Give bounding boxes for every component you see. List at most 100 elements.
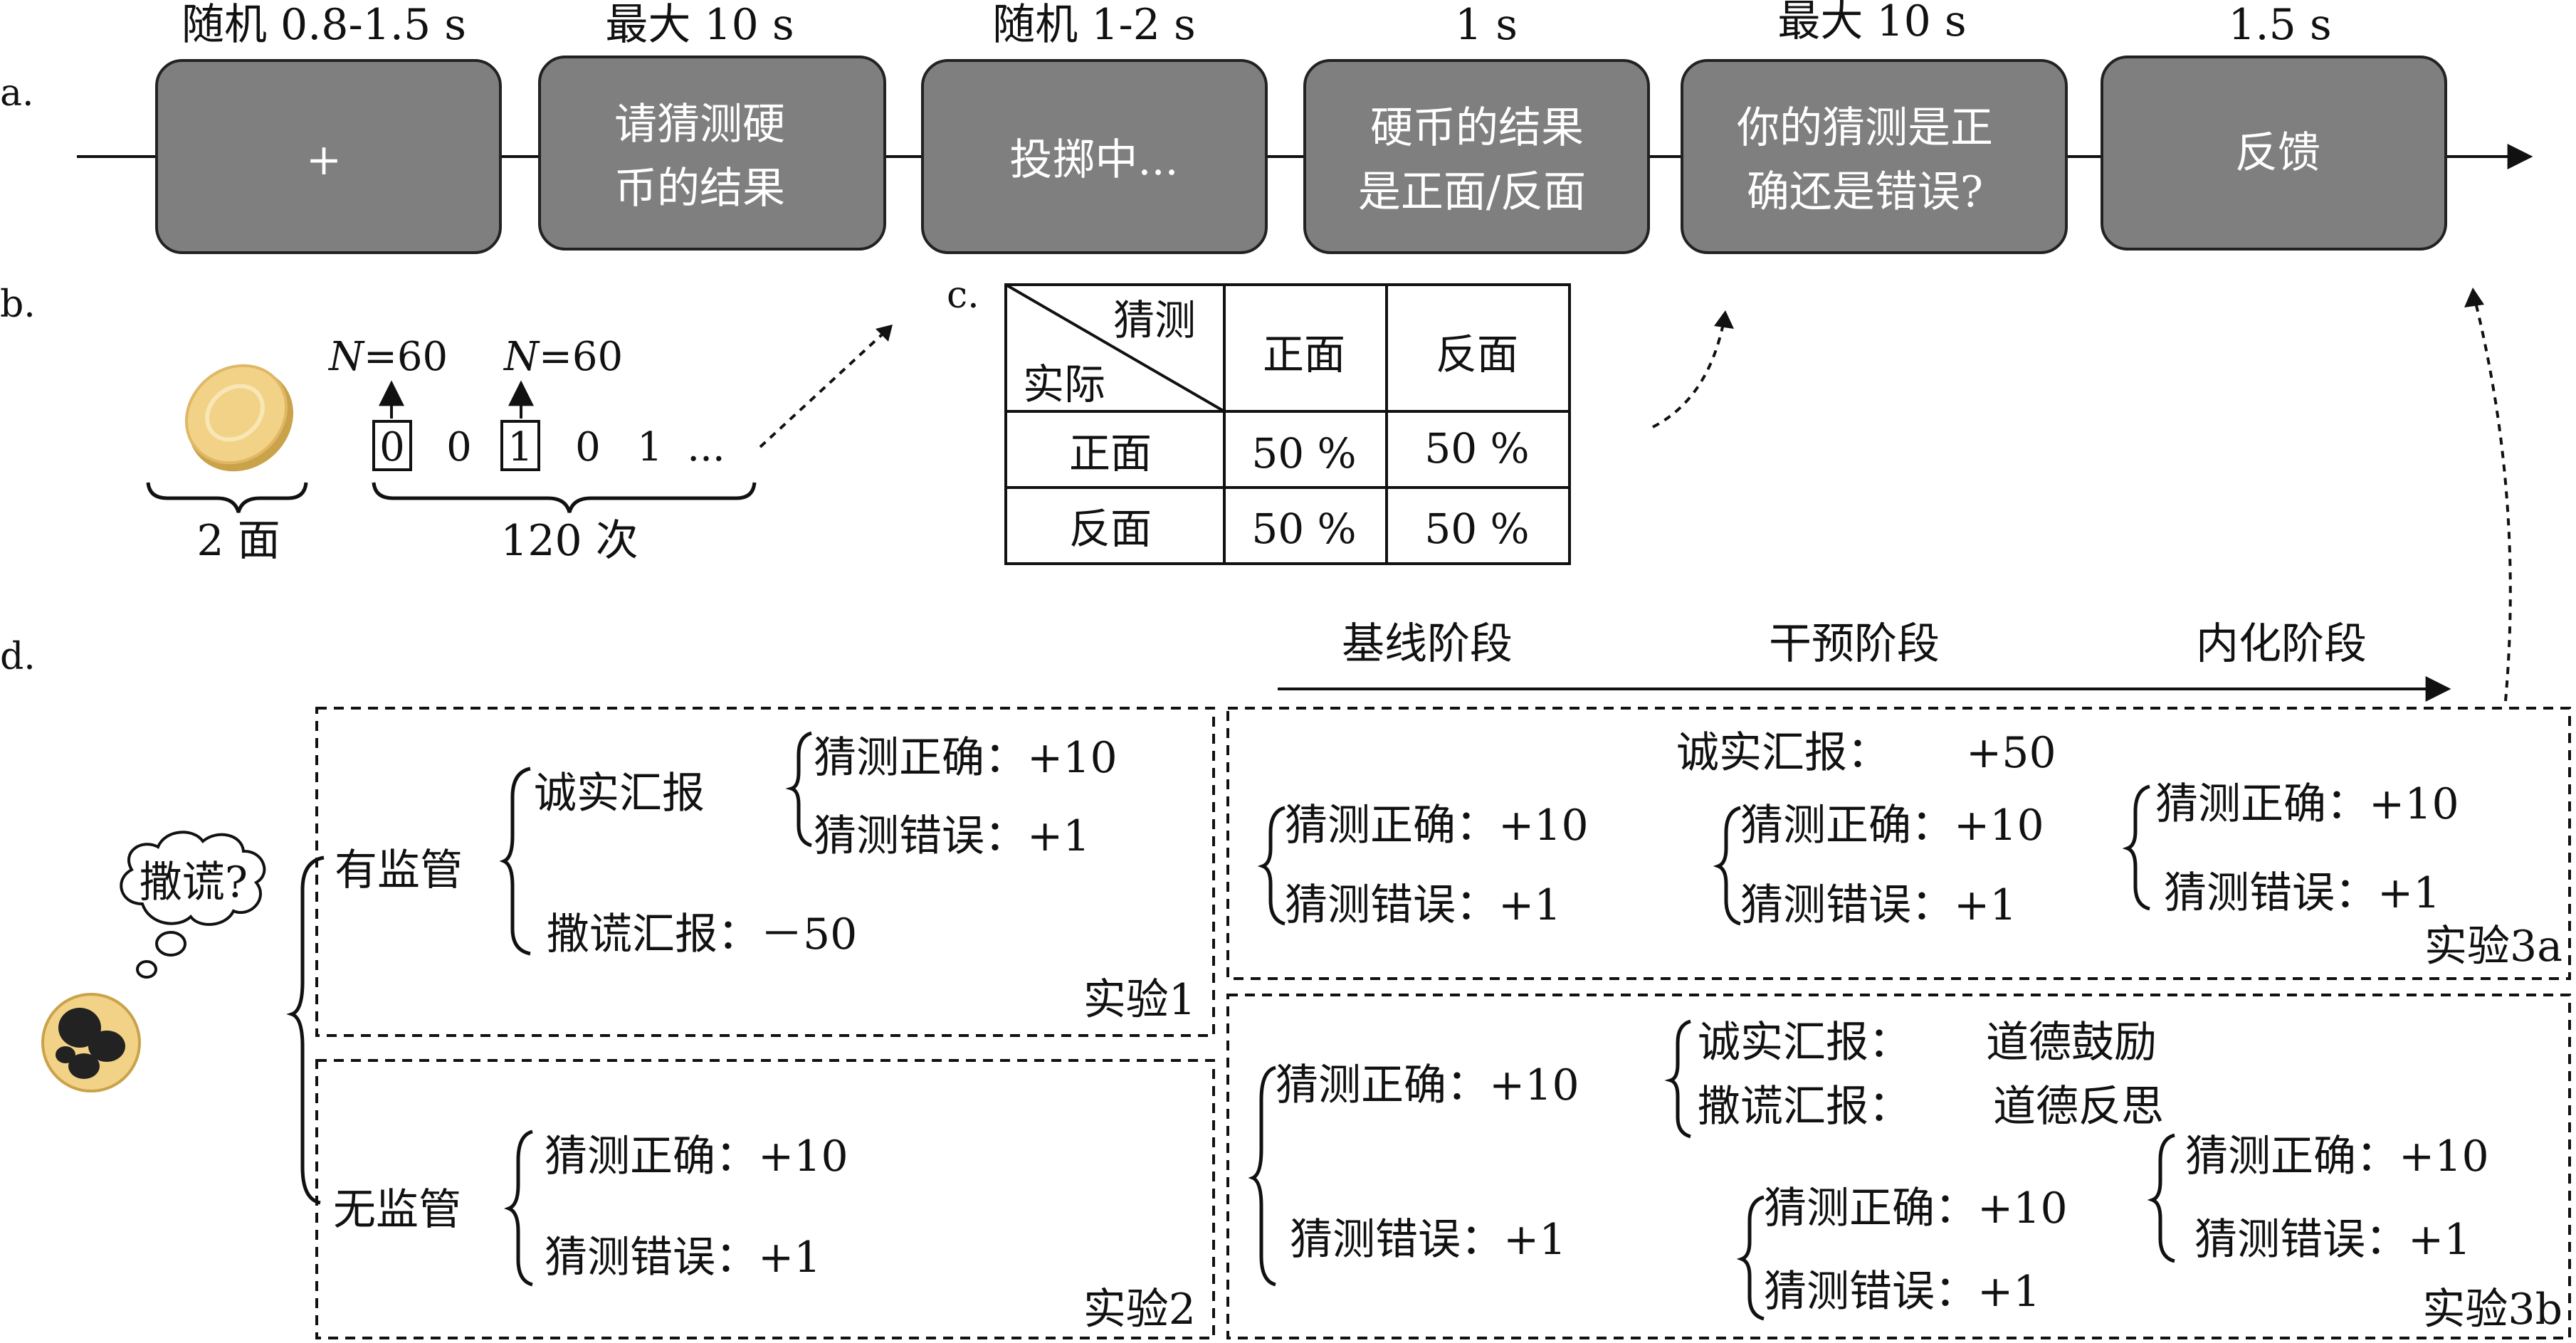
arrow-b-to-toss-head bbox=[876, 325, 893, 342]
box2-line2: 币的结果 bbox=[614, 164, 785, 214]
exp3b-baseline-brace bbox=[1248, 1065, 1276, 1287]
screen-result-box bbox=[1303, 59, 1650, 254]
screen-feedback-box bbox=[2101, 56, 2447, 251]
exp3a-intervention-correct: 猜测正确：+10 bbox=[1740, 801, 2044, 850]
seq-item-5: 1 bbox=[637, 424, 663, 470]
exp2-label: 实验2 bbox=[1083, 1285, 1196, 1334]
exp2-branch: 无监管 bbox=[333, 1185, 461, 1235]
coin-icon bbox=[184, 364, 294, 472]
exp3b-label: 实验3b bbox=[2422, 1285, 2562, 1334]
box4-line1: 硬币的结果 bbox=[1370, 103, 1584, 153]
duration-5: 最大 10 s bbox=[1777, 0, 1966, 46]
exp1-brace bbox=[499, 767, 531, 956]
screen-toss-box bbox=[921, 59, 1268, 254]
exp1-honest-brace bbox=[785, 731, 812, 848]
seq-item-3: 1 bbox=[508, 424, 533, 470]
arrow-b-to-toss bbox=[759, 326, 891, 448]
n-label-1: N=60 bbox=[327, 334, 448, 380]
n-label-2: N=60 bbox=[503, 334, 623, 380]
exp2-box bbox=[315, 1059, 1215, 1339]
exp3b-intervention-brace bbox=[1664, 1019, 1691, 1139]
exp3b-intervention-sub-brace bbox=[1736, 1195, 1765, 1321]
box2-line1: 请猜测硬 bbox=[614, 100, 785, 149]
exp3a-internalization-wrong: 猜测错误：+1 bbox=[2164, 868, 2440, 918]
arrow-d-to-feedback-head bbox=[2464, 288, 2484, 307]
exp1-label: 实验1 bbox=[1083, 975, 1196, 1025]
table-row-label-tails: 反面 bbox=[1069, 505, 1152, 553]
exp2-brace bbox=[504, 1129, 533, 1287]
exp3b-internalization-correct: 猜测正确：+10 bbox=[2185, 1132, 2489, 1181]
exp1-wrong: 猜测错误：+1 bbox=[814, 811, 1090, 861]
exp3a-intervention-wrong: 猜测错误：+1 bbox=[1740, 880, 2017, 930]
screen-report-box bbox=[1681, 59, 2068, 254]
seq-item-4: 0 bbox=[575, 424, 601, 470]
duration-4: 1 s bbox=[1455, 0, 1518, 50]
exp3a-baseline-wrong: 猜测错误：+1 bbox=[1285, 880, 1561, 930]
thought-text: 撒谎? bbox=[140, 858, 248, 907]
box1-line1: + bbox=[306, 135, 342, 185]
exp3b-internalization-brace bbox=[2147, 1133, 2175, 1263]
probability-table: 猜测 实际 正面 反面 正面 50 % 50 % 反面 50 % 50 % bbox=[1004, 283, 1571, 565]
box5-line2: 确还是错误? bbox=[1747, 167, 1983, 217]
exp1-honest: 诚实汇报 bbox=[534, 769, 705, 818]
coin-sides-label: 2 面 bbox=[196, 516, 280, 566]
person-icon bbox=[41, 993, 141, 1092]
exp3a-honest-value: +50 bbox=[1966, 728, 2056, 778]
table-diagonal bbox=[1004, 283, 1226, 413]
table-border bbox=[1004, 283, 1571, 565]
box5-line1: 你的猜测是正 bbox=[1737, 103, 1993, 153]
thought-bubble-icon: 撒谎? bbox=[120, 831, 266, 979]
seq-box-1 bbox=[372, 420, 412, 471]
exp3b-baseline-wrong: 猜测错误：+1 bbox=[1290, 1215, 1566, 1265]
panel-label-c: c. bbox=[947, 274, 979, 317]
exp3a-intervention-brace bbox=[1713, 806, 1741, 926]
phase-internalization: 内化阶段 bbox=[2196, 619, 2367, 669]
exp1-branch: 有监管 bbox=[335, 846, 463, 895]
table-corner-actual: 实际 bbox=[1023, 360, 1105, 409]
exp3a-box bbox=[1226, 707, 2571, 980]
table-cell-tails-tails: 50 % bbox=[1424, 505, 1529, 553]
exp3b-intervention-correct: 猜测正确：+10 bbox=[1764, 1184, 2068, 1233]
duration-1: 随机 0.8-1.5 s bbox=[182, 0, 466, 50]
exp1-box bbox=[315, 707, 1215, 1037]
screen-fixation-box bbox=[155, 59, 502, 254]
trials-brace bbox=[372, 482, 757, 513]
duration-6: 1.5 s bbox=[2228, 0, 2331, 50]
exp3b-lie-value: 道德反思 bbox=[1993, 1082, 2164, 1132]
table-cell-tails-heads: 50 % bbox=[1251, 505, 1356, 553]
exp3b-internalization-wrong: 猜测错误：+1 bbox=[2194, 1215, 2471, 1265]
exp3b-baseline-correct: 猜测正确：+10 bbox=[1276, 1060, 1579, 1110]
exp2-correct: 猜测正确：+10 bbox=[545, 1132, 848, 1181]
exp3a-baseline-correct: 猜测正确：+10 bbox=[1285, 801, 1589, 850]
screen-guess-box bbox=[538, 56, 886, 251]
exp3a-internalization-correct: 猜测正确：+10 bbox=[2155, 779, 2459, 829]
table-col-header-heads: 正面 bbox=[1263, 330, 1345, 379]
exp3a-internalization-brace bbox=[2122, 784, 2150, 911]
table-cell-heads-heads: 50 % bbox=[1251, 429, 1356, 478]
box6-line1: 反馈 bbox=[2235, 128, 2320, 178]
timeline-boxes: + 请猜测硬 币的结果 投掷中... 硬币的结果 是正面/反面 你的猜测是正 确… bbox=[155, 56, 2447, 254]
seq-item-6: ... bbox=[687, 424, 725, 470]
exp1-lie: 撒谎汇报：－50 bbox=[547, 910, 857, 959]
panel-label-a: a. bbox=[0, 72, 34, 115]
trials-label: 120 次 bbox=[500, 516, 638, 566]
branch-brace bbox=[286, 855, 325, 1205]
table-row-label-heads: 正面 bbox=[1069, 429, 1152, 478]
exp3a-baseline-brace bbox=[1257, 806, 1286, 926]
seq-item-2: 0 bbox=[446, 424, 472, 470]
exp3b-box bbox=[1226, 994, 2571, 1339]
exp3a-honest: 诚实汇报： bbox=[1676, 728, 1890, 778]
arrow-c-to-report bbox=[1652, 320, 1725, 428]
phase-intervention: 干预阶段 bbox=[1769, 619, 1940, 669]
table-corner-guess: 猜测 bbox=[1113, 296, 1196, 344]
exp3b-honest-value: 道德鼓励 bbox=[1986, 1018, 2157, 1068]
panel-label-b: b. bbox=[0, 283, 36, 326]
phase-labels: 基线阶段 干预阶段 内化阶段 bbox=[1278, 619, 2451, 702]
trial-sequence: N=60 N=60 0 0 1 0 1 ... bbox=[327, 334, 725, 471]
arrow-d-to-feedback bbox=[2474, 302, 2512, 702]
seq-item-1: 0 bbox=[379, 424, 405, 470]
duration-2: 最大 10 s bbox=[605, 0, 794, 50]
exp3b-intervention-wrong: 猜测错误：+1 bbox=[1764, 1267, 2040, 1317]
phase-baseline: 基线阶段 bbox=[1342, 619, 1513, 669]
